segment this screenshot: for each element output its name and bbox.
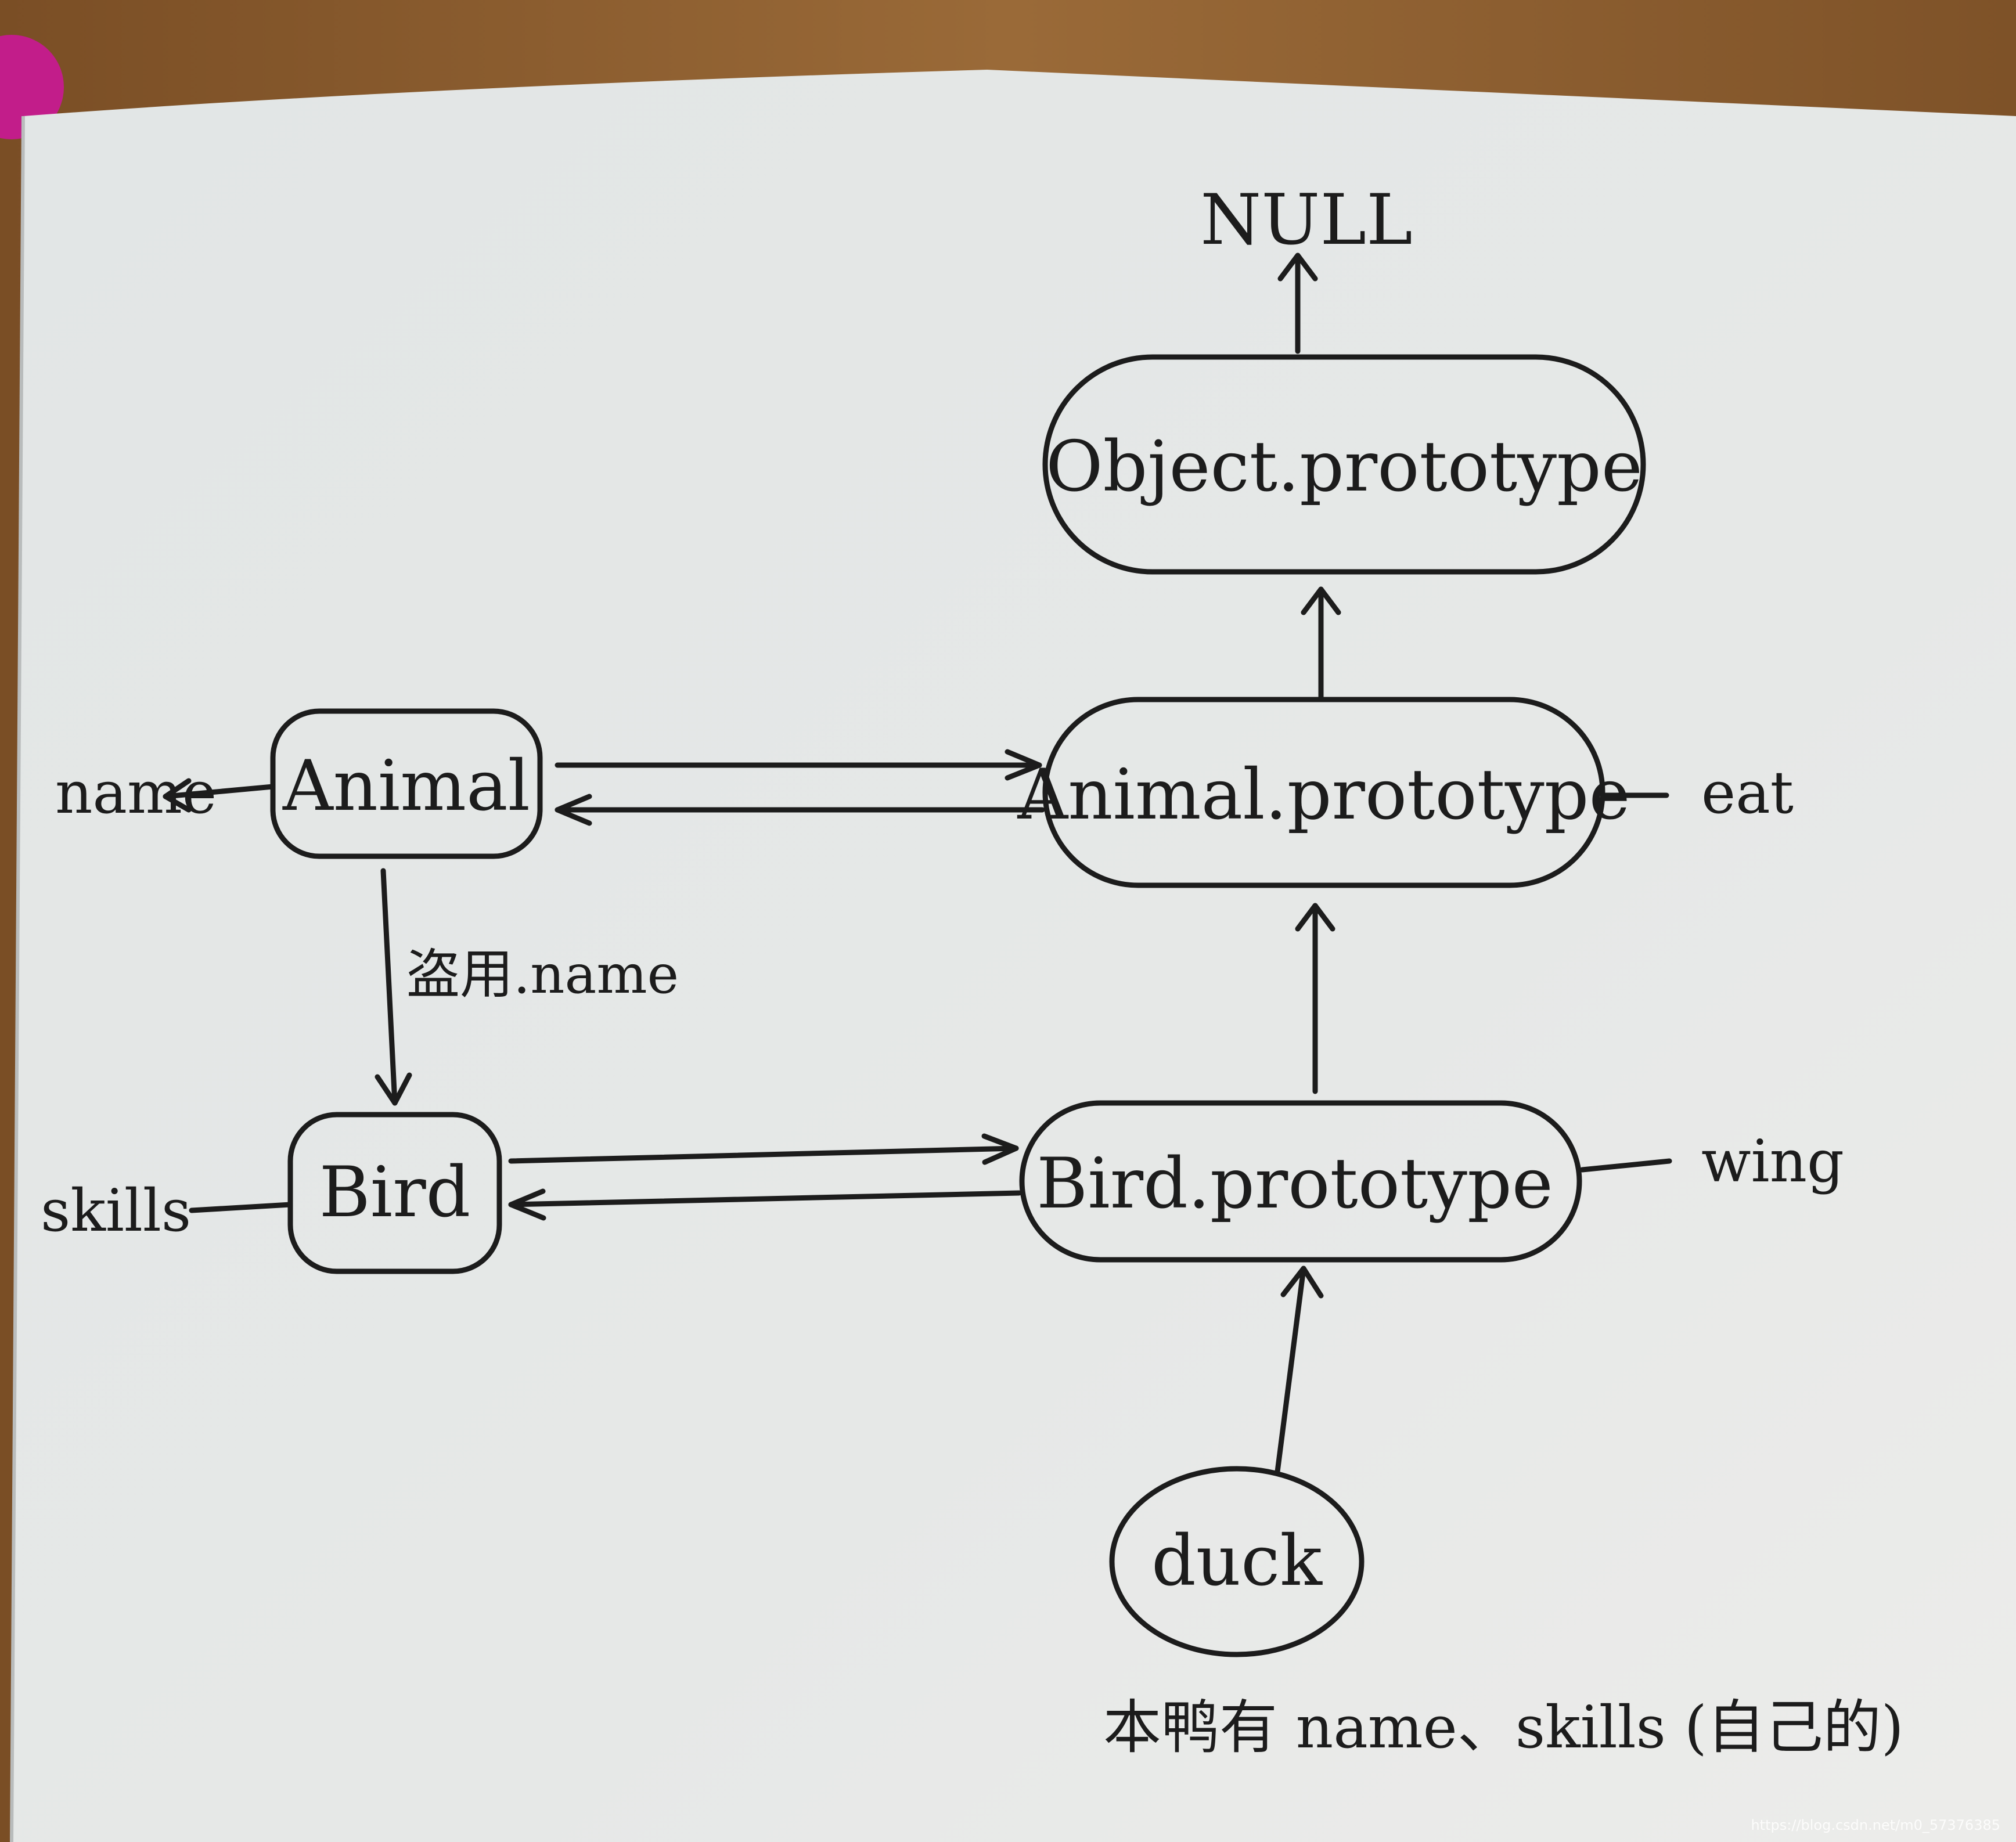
duck-node: duck xyxy=(1109,1466,1365,1657)
animal-prototype-node: Animal.prototype xyxy=(1017,697,1630,888)
notebook-page xyxy=(12,70,2016,1842)
animal-label: Animal xyxy=(282,746,530,827)
bird-prototype-node: Bird.prototype xyxy=(1019,1100,1582,1263)
bird-prototype-ellipse xyxy=(1019,1100,1582,1263)
duck-label: duck xyxy=(1151,1521,1323,1602)
animal-prototype-ellipse xyxy=(1042,697,1605,888)
duck-note: 本鸭有 name、skills (自己的) xyxy=(1103,1693,1904,1761)
object-prototype-ellipse xyxy=(1042,354,1646,575)
animal-name-label: name xyxy=(55,759,217,827)
animalproto-eat-label: eat xyxy=(1701,759,1794,827)
page-edge xyxy=(10,116,25,1842)
object-prototype-node: Object.prototype xyxy=(1042,354,1646,575)
arrow-object-to-null xyxy=(1277,253,1318,354)
animalproto-eat-property: eat xyxy=(1603,759,1794,827)
arrow-birdproto-to-animalproto xyxy=(1295,903,1335,1094)
link-birdproto-to-bird xyxy=(508,1188,1022,1221)
birdproto-wing-property: wing xyxy=(1579,1127,1844,1195)
bird-prototype-label: Bird.prototype xyxy=(1036,1144,1553,1224)
pink-object xyxy=(0,35,64,139)
arrow-duck-to-birdproto xyxy=(1275,1266,1324,1475)
animal-to-bird-edge-label: 盗用.name xyxy=(406,943,679,1005)
bird-skills-property: skills xyxy=(41,1177,293,1245)
watermark: https://blog.csdn.net/m0_57376385 xyxy=(1751,1817,2000,1833)
link-bird-to-birdproto xyxy=(508,1133,1019,1165)
animal-name-property: name xyxy=(55,759,276,827)
link-animalproto-to-animal xyxy=(555,794,1045,826)
bird-skills-label: skills xyxy=(41,1177,191,1245)
null-label: NULL xyxy=(1200,180,1413,261)
bird-node: Bird xyxy=(287,1112,502,1274)
null-node: NULL xyxy=(1200,180,1413,261)
link-animal-to-animalproto xyxy=(555,749,1042,781)
animal-prototype-label: Animal.prototype xyxy=(1017,755,1630,835)
object-prototype-label: Object.prototype xyxy=(1046,427,1643,507)
bird-label: Bird xyxy=(319,1152,471,1233)
duck-ellipse xyxy=(1109,1466,1365,1657)
arrow-animal-to-bird xyxy=(375,868,412,1106)
bird-box xyxy=(287,1112,502,1274)
animal-box xyxy=(270,708,543,859)
arrow-animalproto-to-objectproto xyxy=(1301,586,1341,702)
animal-node: Animal xyxy=(270,708,543,859)
birdproto-wing-label: wing xyxy=(1701,1127,1844,1195)
